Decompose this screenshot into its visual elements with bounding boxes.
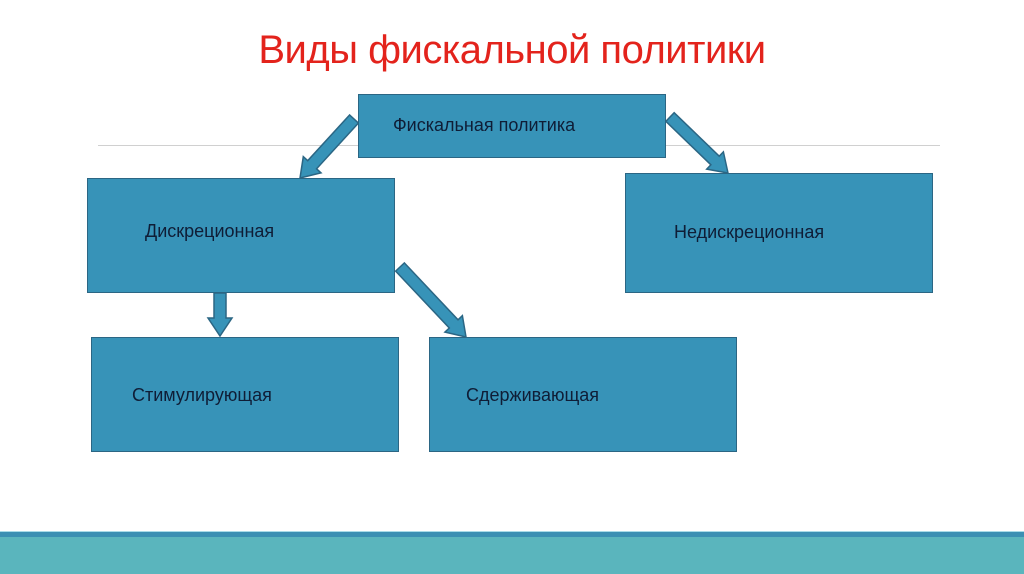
node-discretionary: Дискреционная — [87, 178, 395, 293]
node-label: Недискреционная — [674, 222, 825, 242]
arrow-discretionary-to-stimulating — [206, 292, 234, 338]
node-restraining: Сдерживающая — [429, 337, 737, 452]
node-label: Сдерживающая — [466, 385, 600, 405]
footer-band — [0, 537, 1024, 574]
arrow-root-to-discretionary — [299, 113, 360, 179]
node-stimulating: Стимулирующая — [91, 337, 399, 452]
node-label: Фискальная политика — [393, 115, 576, 135]
footer-band-dark — [0, 531, 1024, 538]
arrow-root-to-nondiscretionary — [664, 111, 729, 174]
node-fiscal-policy: Фискальная политика — [358, 94, 666, 158]
slide-title: Виды фискальной политики — [258, 28, 766, 72]
node-label: Стимулирующая — [132, 385, 272, 405]
node-nondiscretionary: Недискреционная — [625, 173, 933, 293]
arrow-discretionary-to-restraining — [394, 261, 467, 338]
node-label: Дискреционная — [145, 221, 275, 241]
